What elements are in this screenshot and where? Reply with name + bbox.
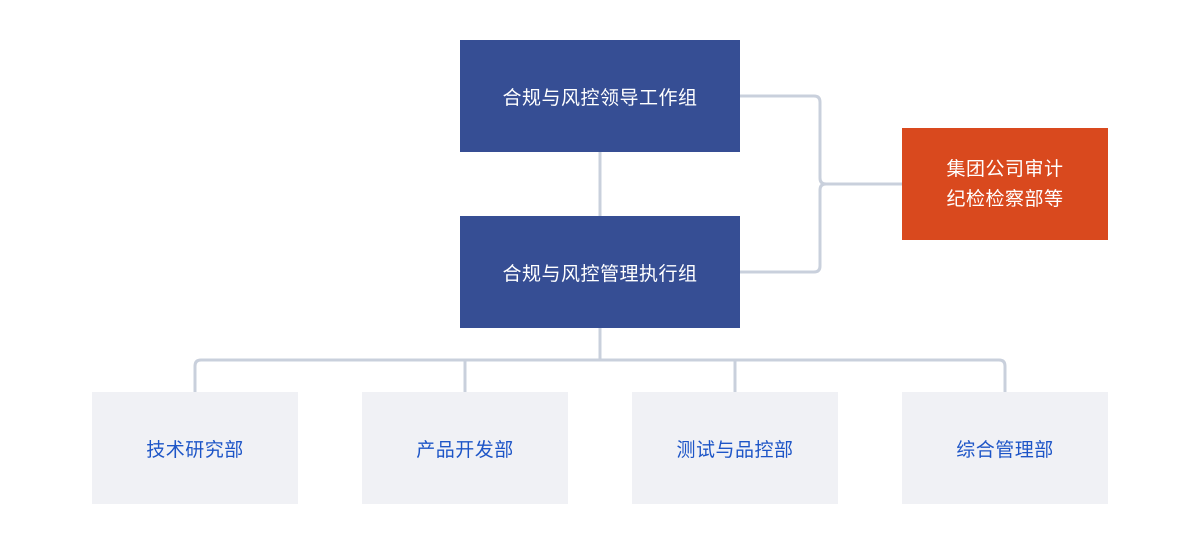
- department-box-product-development: 产品开发部: [362, 392, 568, 504]
- executive-group-box: 合规与风控管理执行组: [460, 216, 740, 328]
- audit-label-line-1: 集团公司审计: [946, 158, 1064, 180]
- connector-department-bus: [193, 358, 1007, 392]
- leadership-group-label: 合规与风控领导工作组: [502, 86, 698, 109]
- leadership-group-box: 合规与风控领导工作组: [460, 40, 740, 152]
- department-label: 产品开发部: [416, 438, 514, 461]
- audit-label-line-2: 纪检检察部等: [946, 188, 1064, 210]
- connector-leadership-audit: [740, 94, 902, 186]
- department-box-general-management: 综合管理部: [902, 392, 1108, 504]
- audit-box: 集团公司审计 纪检检察部等: [902, 128, 1108, 240]
- audit-label: 集团公司审计 纪检检察部等: [946, 154, 1063, 214]
- department-label: 综合管理部: [956, 438, 1054, 461]
- connector-executive-audit: [740, 182, 827, 274]
- executive-group-label: 合规与风控管理执行组: [502, 262, 698, 285]
- department-box-testing-quality: 测试与品控部: [632, 392, 838, 504]
- department-label: 测试与品控部: [676, 438, 794, 461]
- department-box-tech-research: 技术研究部: [92, 392, 298, 504]
- department-label: 技术研究部: [146, 438, 244, 461]
